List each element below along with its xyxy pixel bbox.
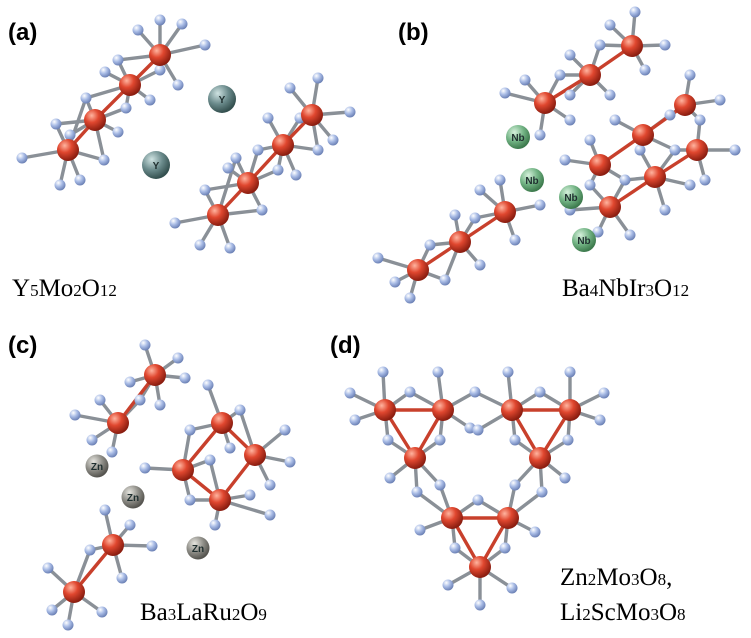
ion-label: Zn [192,544,204,555]
panel-d-metal-atoms [374,399,581,578]
panel-b-metal-atoms [407,35,708,281]
panel-d: (d) [330,332,686,626]
panel-d-formula-1: Zn2Mo3O8, [560,564,672,591]
panel-c: (c) [8,332,296,631]
panel-d-formula-2: Li2ScMo3O8 [560,599,686,626]
panel-b-oxygen-atoms [372,6,741,304]
ion-label: Nb [564,193,577,204]
panel-b-label: (b) [398,19,429,46]
panel-c-metal-atoms [63,364,266,603]
ion-label: Zn [127,493,139,504]
panel-c-label: (c) [8,332,37,359]
panel-c-formula: Ba3LaRu2O9 [140,599,267,626]
panel-b-bonds [376,10,737,300]
panel-a-metal-atoms [57,44,323,226]
panel-a-formula: Y5Mo2O12 [12,275,117,302]
panel-a-label: (a) [8,19,37,46]
panel-c-ions: Zn Zn Zn [85,454,210,560]
panel-a-metal-bonds [66,53,314,217]
ion-label: Y [219,95,226,106]
panel-c-oxygen-atoms [42,339,296,631]
ion-label: Zn [91,462,103,473]
panel-a-ions: Y Y [142,85,236,179]
panel-a-oxygen-atoms [16,14,356,254]
panel-b-formula: Ba4NbIr3O12 [562,275,689,302]
ion-label: Nb [577,236,590,247]
ion-label: Y [153,161,160,172]
panel-c-bonds [46,343,292,627]
panel-a: (a) [8,14,356,302]
ion-label: Nb [511,133,524,144]
panel-b: (b) [372,6,741,304]
panel-d-label: (d) [330,332,361,359]
ion-label: Nb [525,176,538,187]
panel-d-oxygen-atoms [344,366,610,611]
panel-b-ions: Nb Nb Nb Nb [506,125,596,252]
